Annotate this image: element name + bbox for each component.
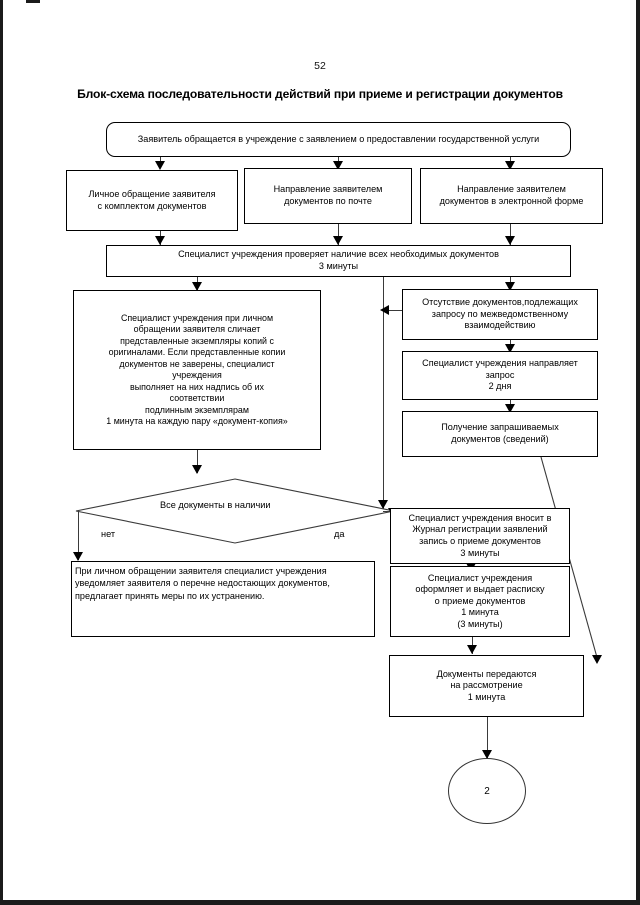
node-missing-interagency: Отсутствие документов,подлежащих запросу…: [402, 289, 598, 340]
arrowhead-receipt-to-transfer: [467, 645, 477, 654]
node-issue-receipt-label: Специалист учреждения оформляет и выдает…: [415, 572, 545, 629]
arrowhead-check-to-compare: [192, 282, 202, 291]
arrowhead-request-to-receive: [505, 404, 515, 413]
node-channel-mail: Направление заявителем документов по поч…: [244, 168, 412, 224]
node-channel-mail-label: Направление заявителем документов по поч…: [273, 184, 383, 206]
node-send-request-label: Специалист учреждения направляет запрос …: [422, 358, 578, 392]
connector-mail-to-check: [338, 224, 339, 245]
node-channel-electronic-label: Направление заявителем документов в элек…: [439, 184, 584, 206]
node-decision-label: Все документы в наличии: [160, 500, 271, 510]
node-channel-personal-label: Личное обращение заявителя с комплектом …: [88, 188, 216, 211]
node-channel-personal: Личное обращение заявителя с комплектом …: [66, 170, 238, 231]
arrowhead-transfer-to-circle: [482, 750, 492, 759]
scan-edge-left: [0, 0, 3, 905]
arrowhead-receive-to-transfer: [592, 655, 602, 664]
node-connector-next-label: 2: [484, 785, 490, 797]
node-journal-entry-label: Специалист учреждения вносит в Журнал ре…: [408, 512, 552, 558]
node-compare-copies: Специалист учреждения при личном обращен…: [73, 290, 321, 450]
node-check-documents: Специалист учреждения проверяет наличие …: [106, 245, 571, 277]
scan-edge-bottom: [0, 900, 640, 905]
arrowhead-spine-to-merge: [378, 500, 388, 509]
page-number: 52: [314, 60, 326, 72]
node-issue-receipt: Специалист учреждения оформляет и выдает…: [390, 566, 570, 637]
branch-label-no: нет: [101, 529, 116, 539]
scan-edge-top-nick: [26, 0, 40, 3]
node-transfer-documents: Документы передаются на рассмотрение 1 м…: [389, 655, 584, 717]
scan-edge-right: [636, 0, 640, 905]
node-channel-electronic: Направление заявителем документов в элек…: [420, 168, 603, 224]
connector-missing-to-spine: [386, 310, 402, 311]
arrowhead-start-to-mail: [333, 161, 343, 170]
node-start: Заявитель обращается в учреждение с заяв…: [106, 122, 571, 157]
node-start-label: Заявитель обращается в учреждение с заяв…: [137, 133, 540, 144]
node-notify-missing-label: При личном обращении заявителя специалис…: [75, 566, 330, 601]
node-notify-missing: При личном обращении заявителя специалис…: [71, 561, 375, 637]
page-title: Блок-схема последовательности действий п…: [77, 87, 563, 101]
connector-decision-no: [78, 511, 79, 560]
arrowhead-start-to-personal: [155, 161, 165, 170]
connector-electronic-to-check: [510, 224, 511, 245]
node-receive-documents-label: Получение запрашиваемых документов (свед…: [441, 422, 559, 444]
node-check-documents-label: Специалист учреждения проверяет наличие …: [178, 249, 499, 271]
arrowhead-start-to-electronic: [505, 161, 515, 170]
node-missing-interagency-label: Отсутствие документов,подлежащих запросу…: [422, 297, 578, 331]
node-decision-all-present: Все документы в наличии: [75, 478, 395, 544]
arrowhead-electronic-to-check: [505, 236, 515, 245]
connector-transfer-to-circle: [487, 717, 488, 760]
node-transfer-documents-label: Документы передаются на рассмотрение 1 м…: [436, 668, 537, 702]
node-journal-entry: Специалист учреждения вносит в Журнал ре…: [390, 508, 570, 564]
node-receive-documents: Получение запрашиваемых документов (свед…: [402, 411, 598, 457]
branch-label-yes: да: [334, 529, 345, 539]
arrowhead-decision-no: [73, 552, 83, 561]
arrowhead-missing-to-request: [505, 344, 515, 353]
arrowhead-check-to-missing: [505, 282, 515, 291]
node-send-request: Специалист учреждения направляет запрос …: [402, 351, 598, 400]
node-compare-copies-label: Специалист учреждения при личном обращен…: [106, 312, 288, 427]
arrowhead-personal-to-check: [155, 236, 165, 245]
arrowhead-missing-to-spine: [380, 305, 389, 315]
arrowhead-mail-to-check: [333, 236, 343, 245]
node-connector-next: 2: [448, 758, 526, 824]
connector-check-spine: [383, 277, 384, 509]
arrowhead-compare-to-decision: [192, 465, 202, 474]
connector-compare-to-decision: [197, 450, 198, 473]
